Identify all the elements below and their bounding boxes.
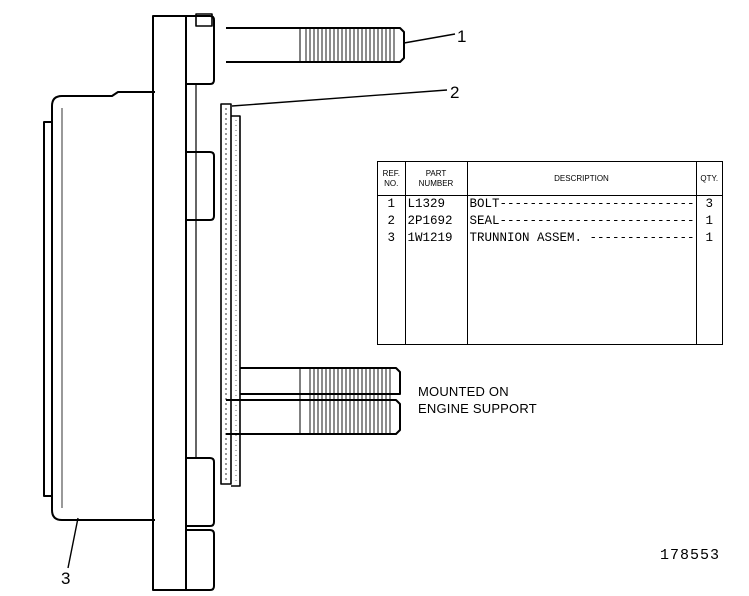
- row-ref: 3: [378, 230, 406, 247]
- trunnion-body: [43, 91, 155, 521]
- row-qty: 3: [705, 197, 713, 211]
- callout-2: 2: [450, 83, 459, 102]
- row-part-number: L1329: [405, 195, 468, 213]
- table-row: 2 2P1692 SEAL---------------------------…: [378, 213, 722, 230]
- row-qty: 1: [705, 231, 713, 245]
- header-part-number: PART NUMBER: [405, 162, 468, 196]
- mounting-flange: [152, 15, 215, 591]
- row-ref: 2: [378, 213, 406, 230]
- figure-id: 178553: [660, 547, 720, 564]
- parts-list-table: REF. NO. PART NUMBER DESCRIPTION QTY. 1 …: [377, 161, 723, 345]
- mounting-note-line-2: ENGINE SUPPORT: [418, 401, 537, 416]
- table-row: 3 1W1219 TRUNNION ASSEM. ---------------…: [378, 230, 722, 247]
- header-description: DESCRIPTION: [467, 162, 697, 196]
- row-description: TRUNNION ASSEM. ------------------------: [467, 230, 697, 247]
- header-qty: QTY.: [696, 162, 722, 196]
- mounting-note-line-1: MOUNTED ON: [418, 384, 509, 399]
- row-qty: 1: [705, 214, 713, 228]
- bolt-lower: [226, 367, 401, 435]
- callout-1: 1: [457, 27, 466, 46]
- header-ref-no: REF. NO.: [378, 162, 406, 196]
- table-filler-row: [378, 247, 722, 344]
- table-header-row: REF. NO. PART NUMBER DESCRIPTION QTY.: [378, 162, 722, 196]
- row-part-number: 1W1219: [405, 230, 468, 247]
- row-description: SEAL------------------------------------…: [467, 213, 697, 230]
- row-ref: 1: [378, 195, 406, 213]
- table-row: 1 L1329 BOLT----------------------------…: [378, 195, 722, 213]
- seal: [220, 103, 241, 487]
- bolt-top: [195, 13, 405, 63]
- leader-lines: [67, 33, 456, 569]
- row-part-number: 2P1692: [405, 213, 468, 230]
- row-description: BOLT------------------------------------…: [467, 195, 697, 213]
- callout-3: 3: [61, 569, 70, 588]
